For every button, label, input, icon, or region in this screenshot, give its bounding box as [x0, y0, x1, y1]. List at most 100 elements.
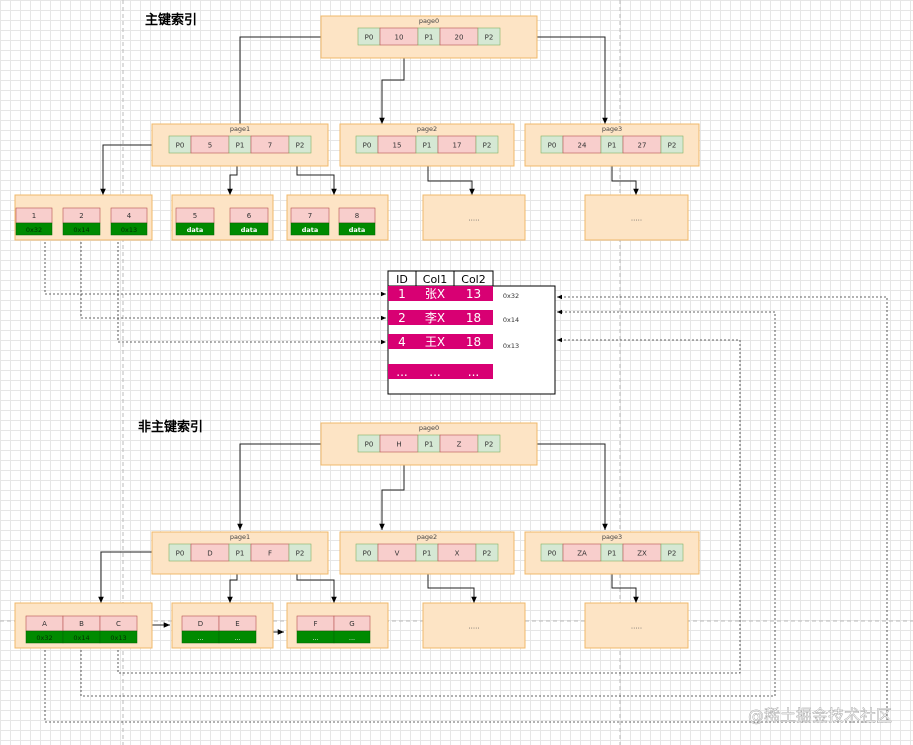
secondary-root-cell-text: P1 [425, 441, 434, 449]
secondary-leaf1-key-text: B [79, 620, 84, 628]
primary-root-cell-text: 20 [455, 34, 464, 42]
primary-leaf2-key-text: 6 [247, 212, 252, 220]
primary-page1-cell-text: 5 [208, 142, 212, 150]
primary-leaf3-data-cell [290, 222, 330, 236]
primary-page3-pointer-cell [660, 135, 684, 154]
secondary-page2-cell-text: P1 [423, 550, 432, 558]
table-cell: 13 [466, 287, 481, 301]
secondary-page2-cell-text: P0 [363, 550, 372, 558]
primary-leaf4-placeholder: ..... [468, 215, 479, 223]
primary-page2-cell-text: P2 [483, 142, 492, 150]
table-cell: 18 [466, 311, 481, 325]
secondary-page1-cell-text: F [268, 550, 272, 558]
secondary-leaf4-box [422, 602, 526, 649]
secondary-leaf2-node: D...E... [171, 602, 274, 649]
primary-page1-cell-text: P1 [236, 142, 245, 150]
primary-leaf1-node: 1 0x32 2 0x14 4 0x13 [14, 194, 153, 241]
primary-page1-cell-text: P0 [176, 142, 185, 150]
primary-leaf1-data-cell [62, 222, 101, 236]
secondary-page3-cell-text: ZX [637, 550, 647, 558]
secondary-page2-label: page2 [417, 533, 437, 541]
primary-root-pointer-cell [477, 27, 501, 46]
secondary-leaf5-placeholder: ..... [631, 623, 642, 631]
secondary-leaf4-placeholder: ..... [468, 623, 479, 631]
watermark: @稀土掘金技术社区 [748, 706, 892, 725]
secondary-root-label: page0 [419, 424, 439, 432]
primary-root-cell-text: 10 [395, 34, 404, 42]
table-row [388, 334, 493, 349]
secondary-page3-pointer-cell [660, 543, 684, 562]
primary-leaf4-box [422, 194, 526, 241]
primary-page1-pointer-cell [288, 135, 312, 154]
table-cell: ... [468, 365, 479, 379]
primary-page2-cell-text: P1 [423, 142, 432, 150]
primary-page2-pointer-cell [475, 135, 499, 154]
primary-leaf1-key-text: 2 [79, 212, 83, 220]
primary-page1-label: page1 [230, 125, 250, 133]
primary-leaf1-key-text: 4 [127, 212, 132, 220]
secondary-page2-pointer-cell [475, 543, 499, 562]
secondary-page1-pointer-cell [288, 543, 312, 562]
secondary-leaf1-data-text: 0x13 [110, 634, 126, 642]
secondary-leaf2-data-text: ... [234, 634, 240, 642]
primary-page3-cell-text: 24 [578, 142, 587, 150]
table-cell: 4 [398, 335, 406, 349]
secondary-page1-cell-text: D [207, 550, 212, 558]
table-cell: ... [396, 365, 407, 379]
primary-root-cell-text: P1 [425, 34, 434, 42]
table-cell: 1 [398, 287, 406, 301]
table-cell: 李X [425, 310, 445, 325]
primary-page3-label: page3 [602, 125, 622, 133]
secondary-leaf1-data-cell [99, 630, 138, 644]
secondary-leaf2-data-text: ... [197, 634, 203, 642]
table-cell: 18 [466, 335, 481, 349]
secondary-root-cell-text: P2 [485, 441, 494, 449]
secondary-page2-cell-text: V [395, 550, 400, 558]
table-cell: 2 [398, 311, 406, 325]
secondary-page2-cell-text: P2 [483, 550, 492, 558]
primary-page3-cell-text: P1 [608, 142, 617, 150]
primary-page3-cell-text: P2 [668, 142, 677, 150]
secondary-leaf3-data-text: ... [349, 634, 355, 642]
primary-leaf1-data-text: 0x14 [73, 226, 89, 234]
primary-page2-cell-text: 15 [393, 142, 402, 150]
primary-root-label: page0 [419, 17, 439, 25]
dashed-pointers [44, 238, 888, 723]
primary-page3-cell-text: 27 [638, 142, 647, 150]
primary-leaf2-data-text: data [241, 226, 258, 234]
primary-leaf1-data-cell [110, 222, 148, 236]
row-address: 0x13 [503, 342, 519, 350]
secondary-leaf1-key-text: C [116, 620, 121, 628]
primary-page2-label: page2 [417, 125, 437, 133]
secondary-leaf3-data-cell [333, 630, 371, 644]
secondary-page3-cell-text: P0 [548, 550, 557, 558]
table-row [388, 286, 493, 301]
secondary-leaf3-key-text: F [313, 620, 317, 628]
secondary-root-cell-text: H [396, 441, 401, 449]
primary-leaf2-data-text: data [187, 226, 204, 234]
primary-leaf4-node: ..... [422, 194, 526, 241]
primary-leaf3-key-text: 8 [355, 212, 359, 220]
primary-leaf1-key-text: 1 [32, 212, 36, 220]
primary-root-cell-text: P2 [485, 34, 494, 42]
primary-page2-cell-text: 17 [453, 142, 462, 150]
table-header-text: Col2 [461, 273, 485, 286]
secondary-page1-cell-text: P1 [236, 550, 245, 558]
primary-page1-cell-text: P2 [296, 142, 305, 150]
primary-leaf1-data-text: 0x32 [26, 226, 42, 234]
secondary-leaf5-node: ..... [584, 602, 689, 649]
primary-leaf1-data-cell [15, 222, 53, 236]
secondary-root-pointer-cell [477, 434, 501, 453]
secondary-leaf2-data-cell [218, 630, 257, 644]
primary-leaf1-data-text: 0x13 [121, 226, 137, 234]
secondary-leaf3-data-text: ... [312, 634, 318, 642]
table-row [388, 310, 493, 325]
primary-leaf3-data-text: data [349, 226, 366, 234]
